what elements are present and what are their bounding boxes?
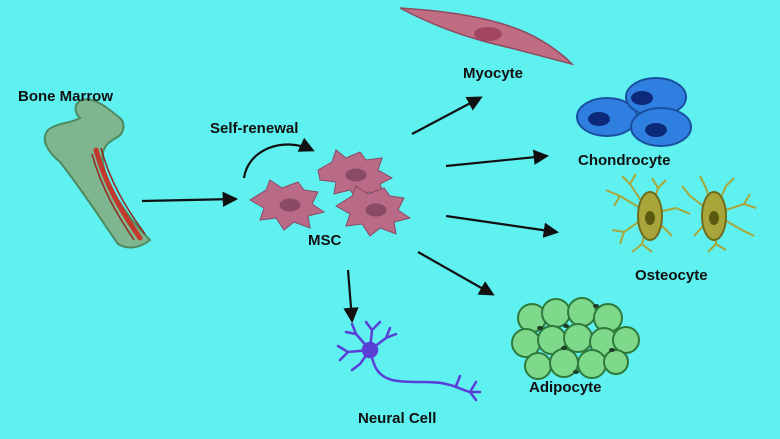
label-myocyte: Myocyte bbox=[463, 65, 524, 82]
msc-cells bbox=[249, 149, 412, 237]
arrow-bone-to-msc bbox=[141, 191, 239, 207]
adipocyte-nuclei bbox=[537, 304, 615, 374]
osteocyte-illustration bbox=[605, 173, 757, 253]
label-chondrocyte: Chondrocyte bbox=[578, 152, 671, 169]
label-bone-marrow: Bone Marrow bbox=[18, 88, 114, 105]
arrow-to-myocyte bbox=[411, 96, 483, 135]
chondrocyte-illustration bbox=[576, 77, 692, 147]
myocyte-illustration bbox=[399, 7, 575, 66]
self-renewal-arrow bbox=[242, 137, 315, 179]
label-self-renewal: Self-renewal bbox=[210, 120, 299, 137]
arrow-to-chondrocyte bbox=[445, 149, 550, 168]
adipocyte-illustration bbox=[511, 297, 640, 380]
arrow-to-adipocyte bbox=[417, 251, 495, 296]
label-adipocyte: Adipocyte bbox=[529, 379, 602, 396]
label-msc: MSC bbox=[308, 232, 342, 249]
label-neural-cell: Neural Cell bbox=[358, 410, 437, 427]
label-osteocyte: Osteocyte bbox=[635, 267, 708, 284]
neural-cell-illustration bbox=[336, 320, 482, 402]
arrow-to-osteocyte bbox=[445, 214, 560, 238]
bone-illustration bbox=[43, 98, 152, 249]
arrow-to-neural-cell bbox=[343, 269, 359, 324]
